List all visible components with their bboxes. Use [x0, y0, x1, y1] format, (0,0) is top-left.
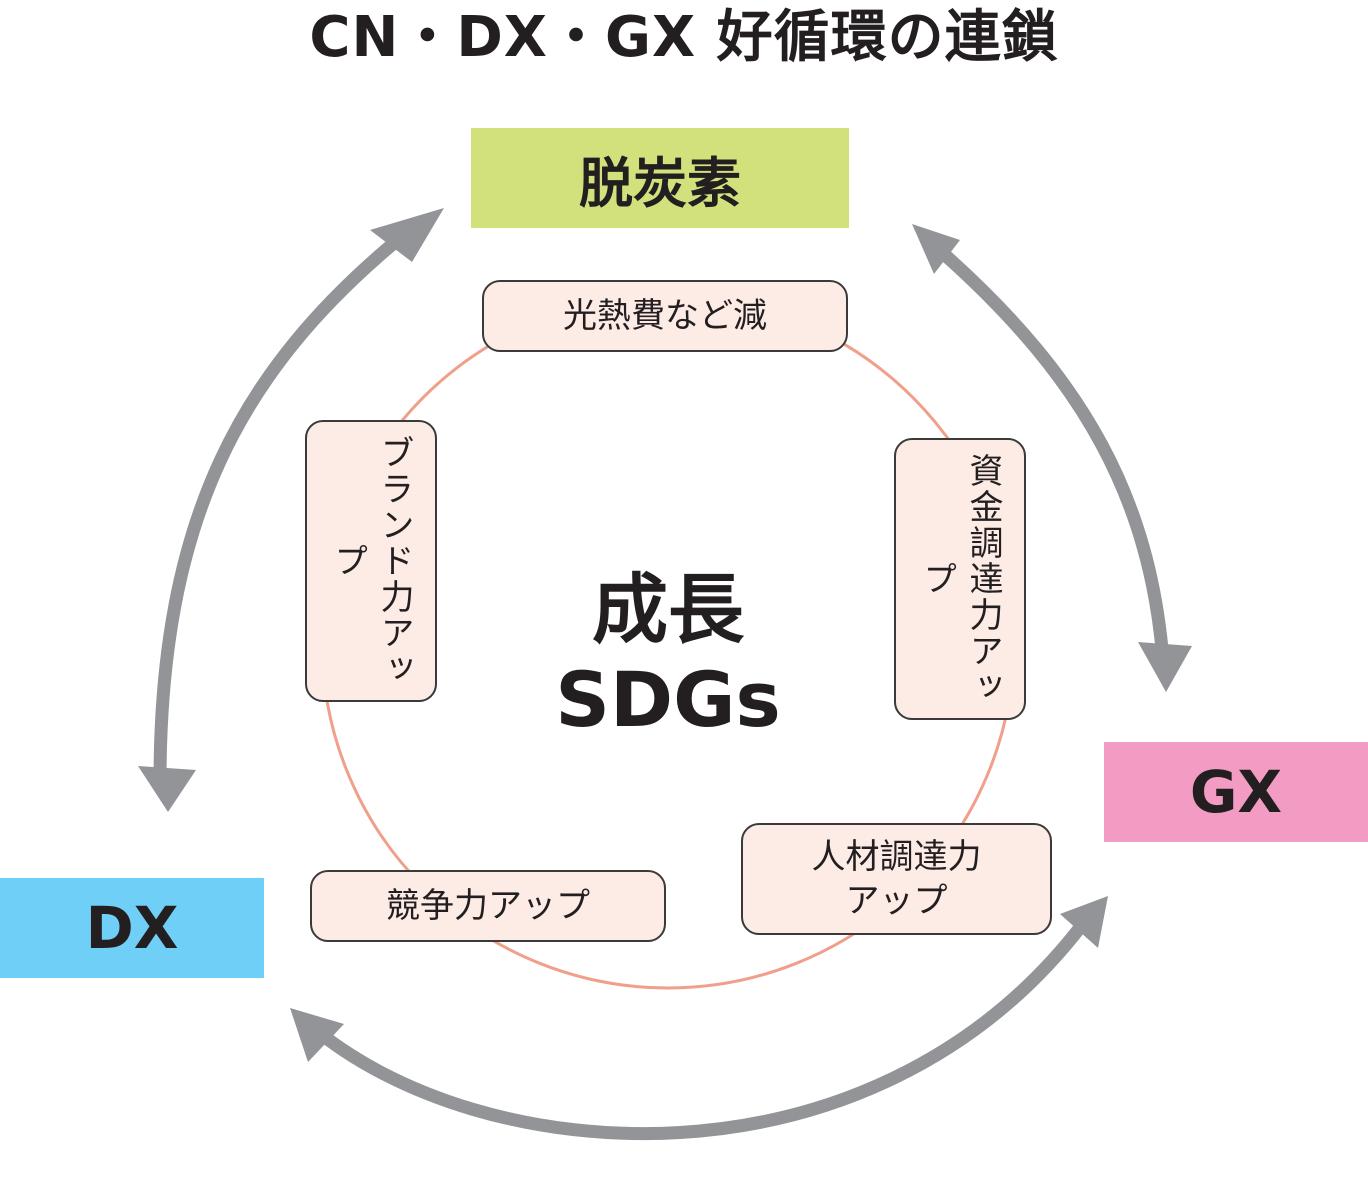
arrowhead-bottom-left — [290, 1008, 344, 1062]
node-decarbonization: 脱炭素 — [471, 128, 849, 228]
center-label: 成長 SDGs — [484, 565, 852, 745]
arrowhead-right-top — [912, 224, 960, 274]
benefit-funding: 資金調達力アップ — [894, 438, 1026, 720]
center-line-sdgs: SDGs — [555, 655, 781, 744]
benefit-funding-text: 資金調達力アップ — [917, 453, 1003, 705]
arrow-arc-bottom — [305, 921, 1088, 1141]
benefit-talent-line1: 人材調達力 — [811, 837, 982, 877]
benefit-energy-cost: 光熱費など減 — [482, 280, 848, 352]
benefit-brand: ブランド力アップ — [305, 420, 437, 702]
benefit-brand-text: ブランド力アップ — [328, 435, 414, 687]
arrowhead-bottom-right — [1060, 896, 1108, 948]
diagram-title: CN・DX・GX 好循環の連鎖 — [309, 5, 1059, 70]
node-dx: DX — [0, 878, 264, 978]
arrowhead-left-top — [370, 208, 444, 262]
benefit-talent-line2: アップ — [845, 881, 948, 921]
arrow-arc-left — [153, 232, 405, 783]
center-line-growth: 成長 — [592, 565, 744, 654]
benefit-competitiveness: 競争力アップ — [310, 870, 666, 942]
arrow-arc-right — [940, 250, 1170, 661]
node-gx: GX — [1104, 742, 1368, 842]
arrowhead-right-bottom — [1138, 642, 1192, 692]
benefit-talent: 人材調達力 アップ — [741, 823, 1052, 935]
arrowhead-left-bottom — [138, 766, 196, 812]
